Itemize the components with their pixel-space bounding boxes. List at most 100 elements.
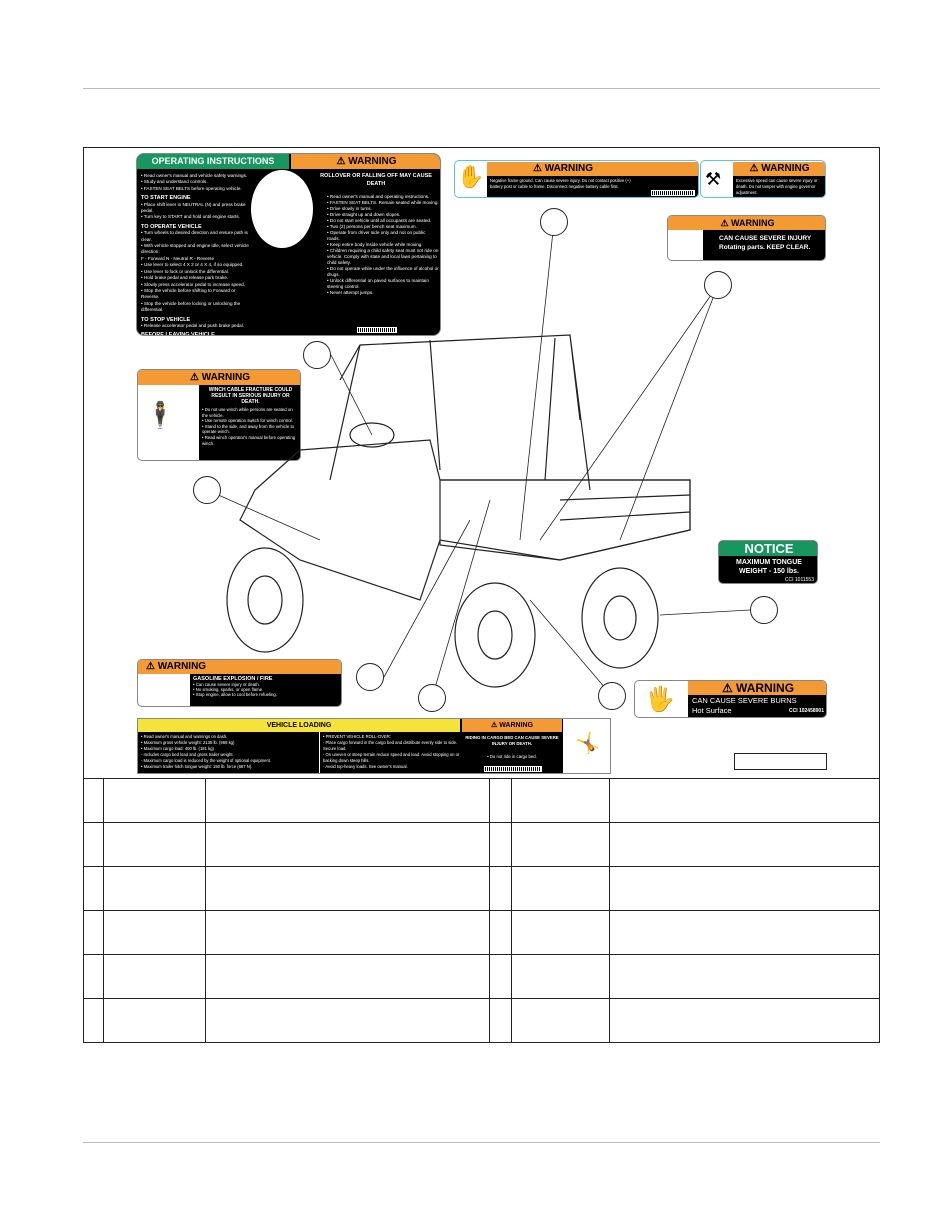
table-cell (83, 822, 104, 867)
table-row (83, 822, 880, 867)
table-cell (489, 778, 513, 823)
callout-circle (598, 682, 626, 710)
table-cell (609, 778, 880, 823)
governor-tamper-icon: ⚒ (705, 169, 722, 189)
steering-wheel (349, 422, 395, 448)
text-line: • Slowly press accelerator pedal to incr… (141, 281, 246, 287)
battery-warning-decal: ✋ ⚠ WARNING Negative frame ground. Can c… (454, 160, 699, 198)
notice-header: NOTICE (719, 541, 817, 556)
cargo-header: ⚠ WARNING (462, 719, 562, 732)
winch-operator-icon: 🕴 (144, 400, 177, 430)
table-cell (102, 954, 206, 999)
reference-box (734, 753, 827, 770)
rotating-header: ⚠ WARNING (668, 216, 825, 230)
callout-leader-lines (206, 221, 751, 699)
table-cell (489, 866, 513, 911)
falling-rider-icon: 🤸 (563, 719, 610, 773)
operating-instructions-decal: OPERATING INSTRUCTIONS ⚠ WARNING • Read … (136, 153, 441, 336)
callout-circle (540, 208, 568, 236)
table-cell (83, 954, 104, 999)
vehicle-loading-decal: VEHICLE LOADING • Read owner's manual an… (137, 718, 611, 774)
text-line: • Can cause severe injury or death. (193, 682, 260, 687)
text-line: • Turn wheels to desired direction and e… (141, 230, 248, 242)
loading-title: VEHICLE LOADING (138, 719, 460, 732)
text-line: • Place shift lever in NEUTRAL (N) and p… (141, 201, 246, 214)
table-cell (204, 822, 491, 867)
table-cell (102, 822, 206, 867)
text-line: • FASTEN SEAT BELTS before operating veh… (141, 185, 242, 191)
text-line: • Stop the vehicle before shifting to Fo… (141, 287, 236, 300)
text-line: • Read owner's manual and operating inst… (327, 194, 430, 199)
table-cell (511, 910, 611, 955)
text-line: • Stop the vehicle before locking or unl… (141, 300, 241, 313)
text-line: • Stop engine, allow to cool before refu… (193, 692, 277, 697)
text-line: • Read owner's manual and warnings on da… (141, 734, 228, 739)
table-cell (204, 778, 491, 823)
text-line: - Avoid top-heavy loads. See owner's man… (323, 764, 408, 769)
table-cell (83, 866, 104, 911)
text-line: • Read owner's manual and vehicle safety… (141, 173, 248, 178)
text-line: • Do not start vehicle until all occupan… (327, 218, 432, 223)
winch-text: • Do not use winch while persons are sea… (202, 407, 299, 446)
text-line: • Maximum trailer hitch tongue weight: 1… (141, 764, 253, 769)
text-line: • With vehicle stopped and engine idle, … (141, 243, 249, 255)
operating-title: OPERATING INSTRUCTIONS (137, 154, 289, 169)
table-row (83, 910, 880, 955)
text-line: • Drive straight up and down slopes. (327, 212, 401, 217)
battery-header: ⚠ WARNING (487, 162, 698, 176)
callout-circle (704, 271, 732, 299)
table-cell (83, 910, 104, 955)
gasoline-body: GASOLINE EXPLOSION / FIRE • Can cause se… (190, 674, 341, 706)
text-line: • Read winch operator's manual before op… (202, 434, 296, 446)
text-line: • Use lever to lock or unlock the differ… (141, 268, 230, 274)
table-row (83, 866, 880, 911)
table-cell (609, 866, 880, 911)
table-cell (83, 998, 104, 1043)
rollover-text: • Read owner's manual and operating inst… (327, 194, 439, 296)
gasoline-text: • Can cause severe injury or death.• No … (193, 682, 340, 697)
text-line: • Two (2) persons per bench seat maximum… (327, 224, 417, 229)
table-row (83, 778, 880, 823)
table-cell (609, 822, 880, 867)
electric-shock-hand-icon: ✋ (457, 164, 485, 189)
cargo-line: • Do not ride in cargo bed. (487, 754, 537, 759)
section-heading: BEFORE LEAVING VEHICLE (141, 332, 215, 336)
table-cell (102, 778, 206, 823)
winch-title: WINCH CABLE FRACTURE COULD RESULT IN SER… (208, 387, 293, 405)
winch-header: ⚠ WARNING (138, 370, 300, 385)
rollover-title: ROLLOVER OR FALLING OFF MAY CAUSE DEATH (320, 173, 432, 187)
rollover-header: ⚠ WARNING (291, 154, 440, 169)
table-cell (609, 910, 880, 955)
table-cell (511, 998, 611, 1043)
footer-rule (83, 1142, 880, 1143)
table-cell (204, 866, 491, 911)
loading-right-text: • PREVENT VEHICLE ROLL-OVER: - Place car… (323, 734, 460, 770)
battery-text: Negative frame ground. Can cause severe … (487, 176, 698, 197)
table-cell (489, 954, 513, 999)
cargo-title: RIDING IN CARGO BED CAN CAUSE SEVERE INJ… (465, 735, 559, 746)
winch-warning-decal: ⚠ WARNING 🕴 WINCH CABLE FRACTURE COULD R… (137, 369, 301, 461)
governor-warning-decal: ⚒ ⚠ WARNING Excessive speed can cause se… (700, 160, 826, 198)
decal-cutout (251, 170, 313, 248)
text-line: • Do not operate while under the influen… (327, 266, 439, 277)
burns-header: ⚠ WARNING (688, 681, 826, 695)
rotating-line1: CAN CAUSE SEVERE INJURY (719, 235, 812, 242)
callout-circle (356, 663, 384, 691)
table-cell (83, 778, 104, 823)
gasoline-header: ⚠ WARNING (138, 660, 341, 674)
table-cell (489, 998, 513, 1043)
header-rule (83, 88, 880, 89)
text-line: • Turn key to START and hold until engin… (141, 214, 240, 220)
text-line: • Stand to the side, and away from the v… (202, 423, 295, 435)
gasoline-title: GASOLINE EXPLOSION / FIRE (193, 676, 273, 682)
text-line: - Place cargo forward in the cargo bed a… (323, 740, 458, 751)
table-cell (489, 822, 513, 867)
table-cell (511, 822, 611, 867)
text-line: • Release accelerator pedal and push bra… (141, 322, 244, 328)
table-cell (511, 866, 611, 911)
operating-instructions-text: • Read owner's manual and vehicle safety… (141, 173, 251, 336)
notice-line1: MAXIMUM TONGUE (736, 559, 802, 566)
